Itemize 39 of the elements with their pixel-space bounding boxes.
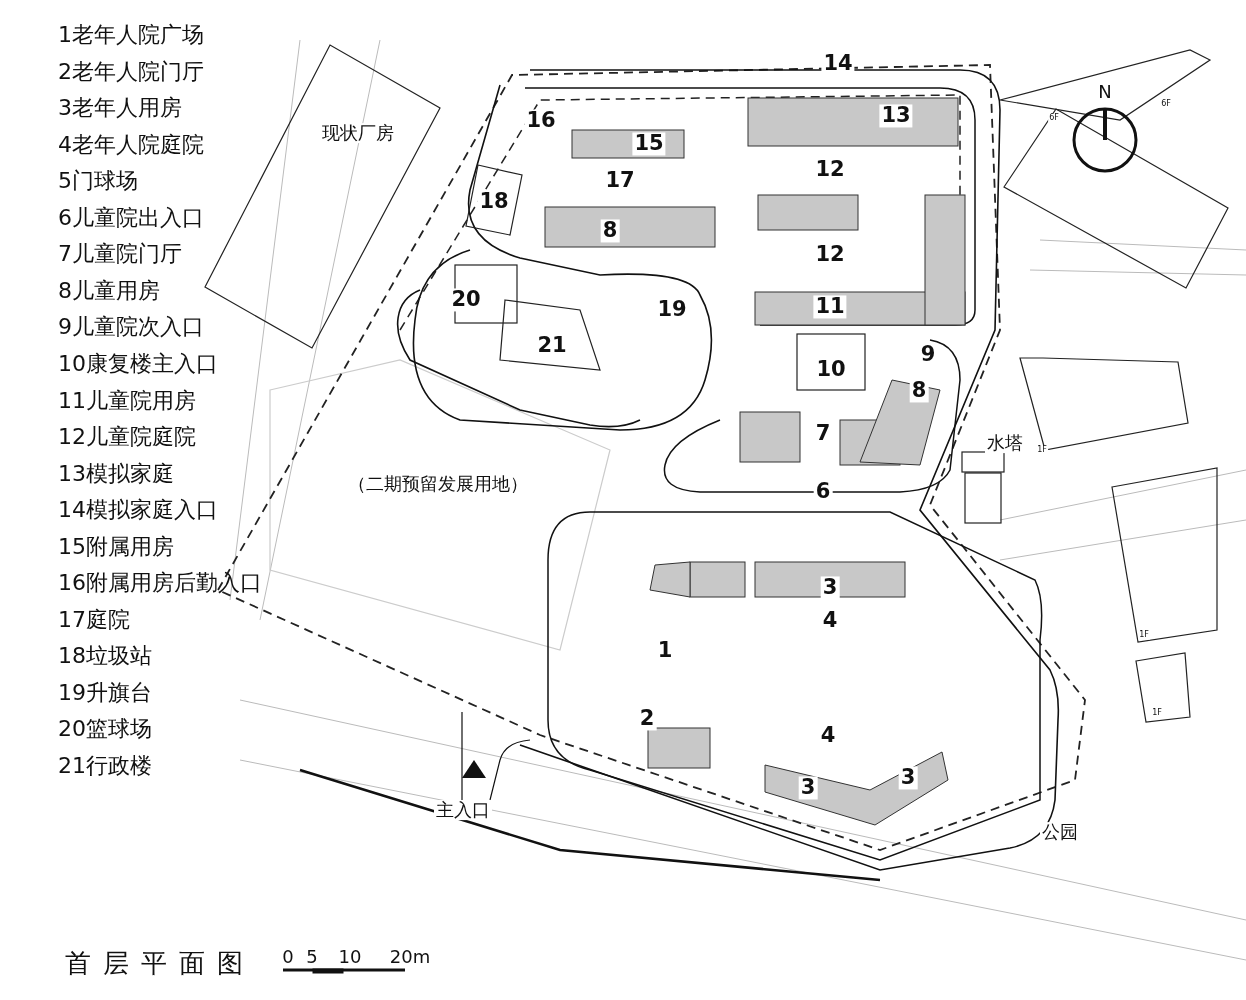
key-entry: 8儿童用房 bbox=[58, 278, 160, 303]
key-entry: 12儿童院庭院 bbox=[58, 424, 196, 450]
plan-title: 首层平面图 bbox=[65, 948, 255, 978]
floor-label: 1F bbox=[1036, 445, 1048, 455]
callout-number: 15 bbox=[632, 132, 666, 156]
key-entry: 18垃圾站 bbox=[58, 644, 152, 669]
key-entry: 16附属用房后勤入口 bbox=[58, 571, 262, 596]
callout-number: 3 bbox=[820, 576, 840, 600]
callout-number: 3 bbox=[798, 776, 818, 800]
floor-label: 6F bbox=[1160, 99, 1172, 109]
floor-label: 1F bbox=[1151, 708, 1163, 718]
key-entry: 7儿童院门厅 bbox=[58, 242, 182, 267]
callout-number: 13 bbox=[879, 104, 913, 128]
callout-number: 3 bbox=[898, 766, 918, 790]
place-label: 水塔 bbox=[985, 433, 1025, 453]
key-entry: 3老年人用房 bbox=[58, 96, 182, 121]
place-label: 主入口 bbox=[434, 800, 492, 820]
key-entry: 4老年人院庭院 bbox=[58, 132, 204, 157]
callout-number: 8 bbox=[600, 219, 620, 243]
key-entry: 1老年人院广场 bbox=[58, 22, 204, 48]
key-entry: 19升旗台 bbox=[58, 680, 152, 705]
key-entry: 11儿童院用房 bbox=[58, 388, 196, 413]
key-entry: 15附属用房 bbox=[58, 534, 174, 559]
key-entry: 21行政楼 bbox=[58, 753, 152, 779]
floor-label: 1F bbox=[1138, 630, 1150, 640]
key-entry: 20篮球场 bbox=[58, 717, 152, 742]
place-label: 公园 bbox=[1040, 822, 1080, 842]
place-label: 现状厂房 bbox=[320, 123, 396, 143]
callout-number: 11 bbox=[813, 295, 847, 319]
key-entry: 6儿童院出入口 bbox=[58, 205, 204, 230]
key-entry: 10康复楼主入口 bbox=[58, 351, 218, 377]
key-entry: 9儿童院次入口 bbox=[58, 315, 204, 340]
key-entry: 2老年人院门厅 bbox=[58, 59, 204, 84]
key-entry: 5门球场 bbox=[58, 169, 138, 194]
key-entry: 17庭院 bbox=[58, 607, 130, 632]
callout-number: 8 bbox=[909, 379, 929, 403]
floor-label: 6F bbox=[1048, 113, 1060, 123]
key-entry: 13模拟家庭 bbox=[58, 461, 174, 486]
key-entry: 14模拟家庭入口 bbox=[58, 498, 218, 523]
